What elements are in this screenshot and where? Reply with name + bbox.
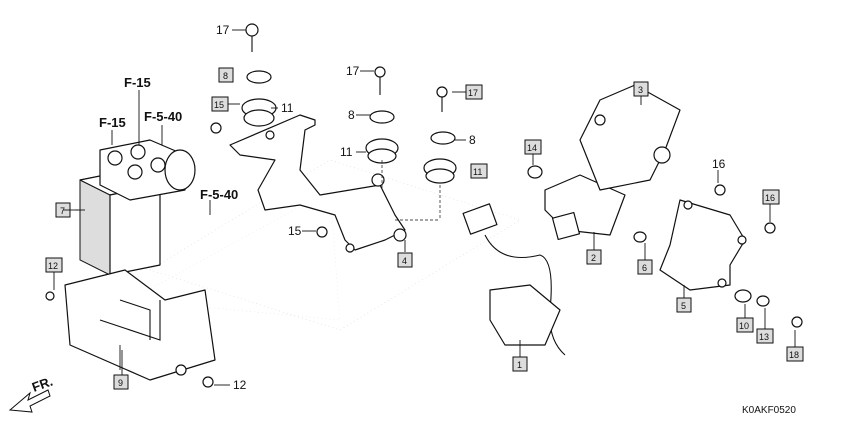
abs-modulator bbox=[75, 139, 196, 276]
box-13: 13 bbox=[756, 328, 774, 344]
callout-12-bottom: 12 bbox=[233, 378, 247, 392]
box-16: 16 bbox=[762, 189, 780, 205]
callout-11-left: 11 bbox=[281, 101, 294, 115]
ref-f540-top: F-5-40 bbox=[144, 109, 182, 124]
svg-text:5: 5 bbox=[681, 301, 686, 311]
box-12: 12 bbox=[45, 257, 63, 273]
callout-11-mid: 11 bbox=[340, 145, 353, 159]
box-10: 10 bbox=[736, 317, 754, 333]
box-17: 17 bbox=[465, 84, 483, 100]
callout-17-top: 17 bbox=[216, 23, 230, 37]
reference-arrows bbox=[111, 90, 211, 215]
callout-8-right: 8 bbox=[469, 133, 476, 147]
svg-text:11: 11 bbox=[473, 167, 482, 177]
front-label: FR. bbox=[30, 374, 55, 395]
svg-text:9: 9 bbox=[118, 378, 123, 388]
svg-text:15: 15 bbox=[214, 100, 224, 110]
svg-text:16: 16 bbox=[765, 193, 775, 203]
svg-text:17: 17 bbox=[468, 88, 478, 98]
callout-17-mid: 17 bbox=[346, 64, 360, 78]
svg-text:1: 1 bbox=[517, 360, 522, 370]
svg-text:4: 4 bbox=[402, 256, 407, 266]
callout-leaders bbox=[214, 29, 719, 386]
svg-text:18: 18 bbox=[789, 350, 799, 360]
svg-text:14: 14 bbox=[527, 143, 537, 153]
svg-text:6: 6 bbox=[642, 263, 647, 273]
box-18: 18 bbox=[786, 346, 804, 362]
box-1: 1 bbox=[512, 356, 528, 372]
svg-text:7: 7 bbox=[60, 206, 65, 216]
wire-harness bbox=[462, 203, 566, 356]
abs-undercover bbox=[64, 269, 216, 381]
box-11: 11 bbox=[470, 163, 488, 179]
svg-text:2: 2 bbox=[591, 253, 596, 263]
main-bracket bbox=[229, 114, 407, 253]
svg-text:3: 3 bbox=[638, 85, 643, 95]
svg-text:12: 12 bbox=[48, 261, 58, 271]
hardware-top bbox=[45, 23, 457, 388]
diagram-code: K0AKF0520 bbox=[742, 405, 796, 416]
svg-text:8: 8 bbox=[223, 71, 228, 81]
box-9: 9 bbox=[113, 374, 129, 390]
right-bracket bbox=[633, 184, 803, 328]
imu-cover bbox=[579, 84, 681, 191]
callout-15-mid: 15 bbox=[288, 224, 302, 238]
imu-unit bbox=[527, 165, 626, 241]
callout-8-left: 8 bbox=[348, 108, 355, 122]
box-5: 5 bbox=[676, 297, 692, 313]
box-leaders bbox=[53, 96, 796, 375]
ref-f15-top: F-15 bbox=[124, 75, 151, 90]
box-4: 4 bbox=[397, 252, 413, 268]
ref-f540-right: F-5-40 bbox=[200, 187, 238, 202]
box-8-top: 8 bbox=[218, 67, 234, 83]
svg-text:13: 13 bbox=[759, 332, 769, 342]
ref-f15-left: F-15 bbox=[99, 115, 126, 130]
callout-16-right: 16 bbox=[712, 157, 726, 171]
box-14: 14 bbox=[524, 139, 542, 155]
box-2: 2 bbox=[586, 249, 602, 265]
box-15-top: 15 bbox=[211, 96, 229, 112]
svg-text:10: 10 bbox=[739, 321, 749, 331]
box-6: 6 bbox=[637, 259, 653, 275]
front-arrow-icon bbox=[8, 389, 51, 413]
box-3: 3 bbox=[633, 81, 649, 97]
